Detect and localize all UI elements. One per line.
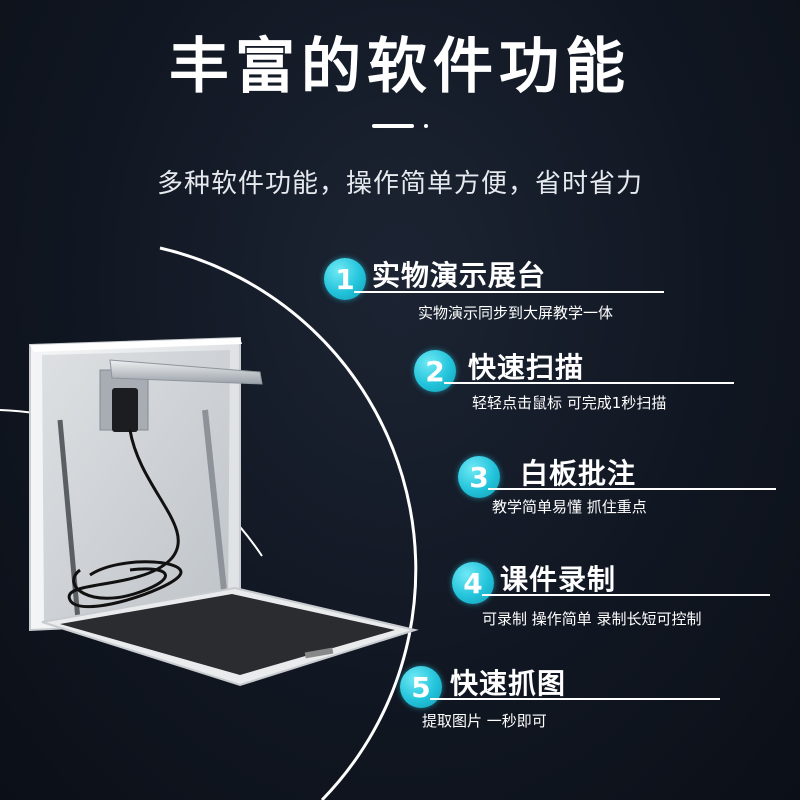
feature-underline	[430, 698, 720, 700]
feature-item: 3 白板批注 教学简单易懂 抓住重点	[458, 456, 778, 526]
feature-underline	[354, 291, 664, 293]
feature-item: 2 快速扫描 轻轻点击鼠标 可完成1秒扫描	[414, 350, 744, 420]
feature-number-badge: 4	[452, 562, 494, 604]
page-title: 丰富的软件功能	[169, 32, 631, 102]
feature-title: 课件录制	[500, 563, 617, 596]
feature-description: 提取图片 一秒即可	[422, 712, 547, 730]
feature-number-badge: 2	[414, 350, 456, 392]
feature-description: 轻轻点击鼠标 可完成1秒扫描	[472, 394, 667, 412]
feature-number-badge: 1	[324, 258, 366, 300]
feature-number-badge: 3	[458, 456, 500, 498]
feature-description: 可录制 操作简单 录制长短可控制	[482, 610, 702, 628]
feature-item: 4 课件录制 可录制 操作简单 录制长短可控制	[452, 562, 772, 632]
title-divider-dot	[424, 124, 428, 128]
title-divider	[372, 124, 432, 130]
fold-down-tray	[41, 586, 419, 687]
feature-number-badge: 5	[400, 666, 442, 708]
feature-underline	[444, 382, 734, 384]
camera-arm	[99, 359, 263, 432]
feature-underline	[482, 594, 770, 596]
feature-underline	[488, 488, 776, 490]
feature-title: 实物演示展台	[372, 259, 547, 292]
feature-description: 教学简单易懂 抓住重点	[492, 498, 647, 516]
feature-title: 快速扫描	[468, 351, 585, 384]
feature-item: 5 快速抓图 提取图片 一秒即可	[400, 666, 730, 736]
wall-mounted-visualizer-image	[29, 336, 419, 687]
feature-title: 快速抓图	[450, 667, 567, 700]
page-subtitle: 多种软件功能，操作简单方便，省时省力	[156, 169, 643, 199]
feature-description: 实物演示同步到大屏教学一体	[418, 304, 614, 322]
large-arc	[159, 246, 418, 800]
feature-title: 白板批注	[520, 457, 637, 490]
usb-cable	[67, 429, 183, 609]
feature-item: 1 实物演示展台 实物演示同步到大屏教学一体	[324, 258, 764, 328]
cabinet-body	[29, 336, 242, 632]
title-divider-dash	[372, 124, 414, 128]
